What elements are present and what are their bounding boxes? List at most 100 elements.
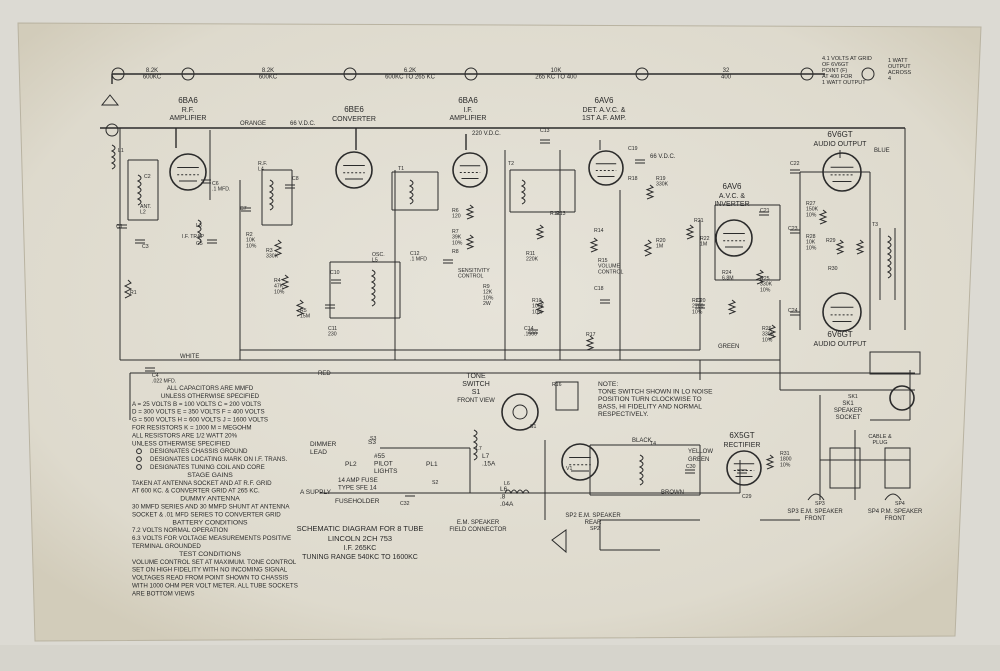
bus-66v: 66 V.D.C.: [290, 121, 316, 127]
legend-line-11: STAGE GAINS: [187, 472, 233, 479]
comp-label-34: C18: [594, 286, 604, 292]
fuseholder-label: FUSEHOLDER: [335, 498, 380, 505]
comp-label-30: R12: [550, 211, 560, 217]
tube-if-type: 6BA6: [458, 96, 478, 105]
resistor-r22: [685, 224, 695, 240]
tube-rf-amp-envelope: [169, 153, 207, 191]
alignment-point-7: [861, 67, 875, 81]
comp-label-21: T1: [398, 166, 404, 172]
alignment-point-2: [181, 67, 195, 81]
tube-det-type: 6AV6: [595, 96, 615, 105]
bus-black: BLACK: [632, 438, 652, 444]
legend-line-5: FOR RESISTORS K = 1000 M = MEGOHM: [132, 425, 252, 432]
s3-label: S3: [368, 439, 376, 446]
title-line-4: TUNING RANGE 540KC TO 1600KC: [302, 554, 418, 561]
tube-rf-function: R.F.AMPLIFIER: [170, 107, 207, 122]
legend-line-26: ARE BOTTOM VIEWS: [132, 590, 194, 597]
speaker-sp3-cone: [807, 493, 825, 501]
legend-line-3: D = 300 VOLTS E = 350 VOLTS F = 400 VOLT…: [132, 409, 265, 416]
comp-label-9: I.F. TRAP: [182, 234, 205, 240]
tube-inv-type: 6AV6: [723, 182, 743, 191]
comp-label-2: C2: [144, 174, 151, 180]
bus-yellow: YELLOW: [688, 449, 713, 455]
speaker-plug: [869, 351, 921, 375]
comp-label-46: C21: [760, 208, 770, 214]
comp-label-70: V1: [566, 466, 572, 472]
tube-det-function: DET. A.V.C. &1ST A.F. AMP.: [582, 107, 626, 122]
coil-l7: [472, 429, 478, 461]
resistor-r26: [767, 324, 777, 340]
comp-label-60: S1: [530, 424, 536, 430]
coil-t2: [520, 179, 526, 205]
comp-label-18: C10: [330, 270, 340, 276]
comp-label-1: C1: [116, 224, 123, 230]
comp-label-40: R18: [628, 176, 638, 182]
legend-line-23: SET ON HIGH FIDELITY WITH NO INCOMING SI…: [132, 567, 288, 574]
tube-rf-type: 6BA6: [178, 96, 198, 105]
cable-label: CABLE &PLUG: [868, 434, 892, 446]
comp-label-7: C5: [196, 241, 203, 247]
comp-label-71: SP2: [590, 526, 600, 532]
resistor-r27: [818, 209, 828, 225]
resistor-r10: [535, 299, 545, 315]
comp-label-61: S2: [432, 480, 438, 486]
l7-label: L7.15A: [482, 453, 496, 468]
tube-inverter-envelope: [715, 219, 753, 257]
legend-line-2: A = 25 VOLTS B = 100 VOLTS C = 200 VOLTS: [132, 401, 261, 408]
comp-label-5: R1: [130, 290, 137, 296]
comp-label-68: C32: [400, 501, 410, 507]
comp-label-11: C7: [240, 206, 247, 212]
coil-l2: [136, 174, 142, 206]
resistor-r1: [123, 279, 133, 299]
resistor-r2: [273, 239, 283, 257]
comp-label-3: ANT.L2: [140, 204, 151, 216]
resistor-r16-box: [555, 381, 579, 411]
legend-line-25: WITH 1000 OHM PER VOLT METER. ALL TUBE S…: [132, 583, 298, 590]
tube-conv-function: CONVERTER: [332, 116, 376, 123]
comp-label-65: C29: [742, 494, 752, 500]
legend-line-24: VOLTAGES READ FROM POINT SHOWN TO CHASSI…: [132, 575, 288, 582]
legend-line-4: G = 500 VOLTS H = 600 VOLTS J = 1600 VOL…: [132, 417, 268, 424]
bus-green-2: GREEN: [688, 457, 709, 463]
alignment-point-6: [800, 67, 814, 81]
tone-switch-wafer: [501, 393, 539, 431]
resistor-r5: [295, 299, 305, 317]
resistor-r24: [755, 269, 765, 285]
coil-t4: [638, 454, 644, 486]
legend-line-22: VOLUME CONTROL SET AT MAXIMUM. TONE CONT…: [132, 559, 297, 566]
tube-header-converter: 6BE6 CONVERTER: [332, 105, 376, 123]
coil-l4: [268, 179, 274, 211]
resistor-r17: [585, 335, 595, 351]
comp-label-39: C19: [628, 146, 638, 152]
tube-det-envelope: [588, 150, 624, 186]
comp-label-45: C20: [696, 298, 706, 304]
bus-red: RED: [318, 371, 331, 377]
tube-header-rf: 6BA6 R.F.AMPLIFIER: [170, 96, 207, 122]
legend-line-7: UNLESS OTHERWISE SPECIFIED: [132, 440, 231, 447]
comp-label-64: L7: [476, 446, 482, 452]
resistor-r11: [535, 224, 545, 240]
alignment-point-1: [111, 67, 125, 81]
